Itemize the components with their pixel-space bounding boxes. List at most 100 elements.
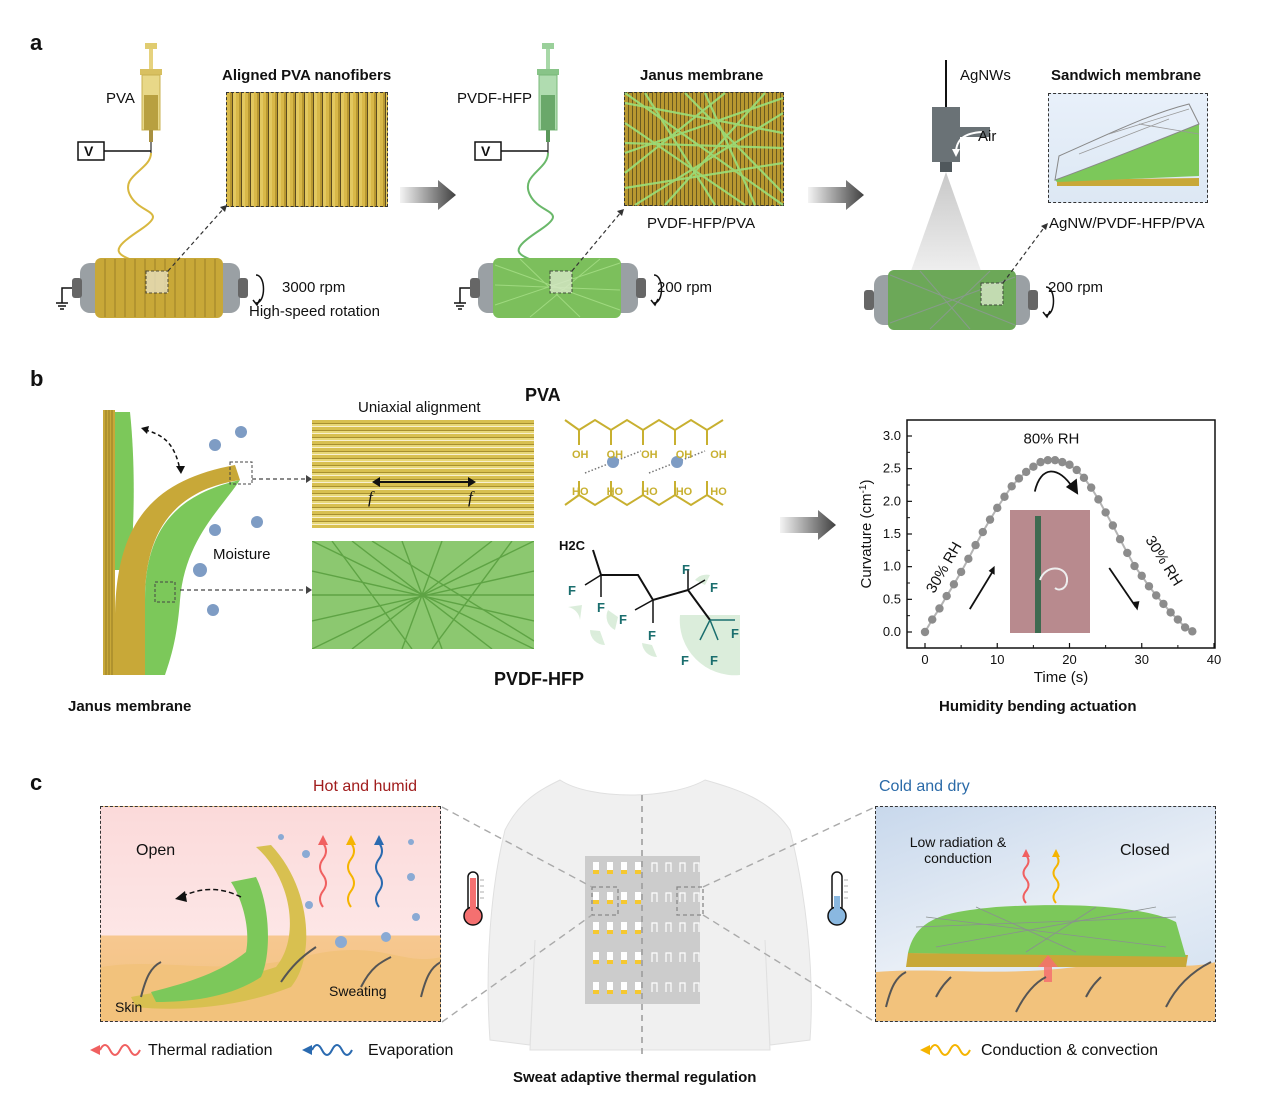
data-point (1152, 591, 1161, 600)
data-point (1043, 455, 1053, 465)
syringe-label-pva: PVA (106, 90, 135, 107)
rising-arrowhead (988, 565, 995, 575)
hot-humid-title: Hot and humid (313, 778, 418, 795)
data-point (942, 591, 951, 601)
water-droplet-icon (193, 426, 263, 616)
y-tick-label: 1.0 (883, 559, 901, 574)
data-point (1086, 483, 1096, 492)
inset-photo-strip (1035, 516, 1041, 633)
pvdf-hfp-chemical-structure (568, 549, 740, 676)
evaporation-legend-icon (302, 1044, 353, 1056)
pva-chemical-structure (564, 418, 724, 507)
data-point (1000, 492, 1009, 501)
cold-dry-scene: Low radiation & conduction Closed (875, 806, 1216, 1022)
uniaxial-alignment-label: Uniaxial alignment (358, 399, 481, 416)
zoom-title-sandwich: Sandwich membrane (1051, 67, 1202, 84)
electrospinning-pva-illustration (56, 43, 265, 318)
data-point (964, 554, 973, 564)
peak-arrowhead (1065, 478, 1079, 495)
y-tick-label: 2.5 (883, 461, 901, 476)
data-point (1115, 535, 1125, 544)
zoom-title-aligned-pva: Aligned PVA nanofibers (222, 67, 392, 84)
syringe-icon (537, 43, 559, 142)
falling-arrowhead (1131, 601, 1140, 611)
data-point (1007, 482, 1016, 491)
y-tick-label: 0.5 (883, 591, 901, 606)
data-point (1050, 455, 1060, 465)
data-point (920, 627, 930, 637)
zoom-caption-sandwich: AgNW/PVDF-HFP/PVA (1049, 215, 1205, 232)
data-point (935, 604, 944, 613)
y-axis-label: Curvature (cm-1) (858, 480, 876, 589)
data-point (1108, 521, 1118, 530)
electrospinning-pvdf-illustration (454, 43, 663, 318)
data-point (1029, 462, 1038, 471)
data-point (985, 515, 995, 524)
thermal-radiation-legend-icon (90, 1044, 141, 1056)
pva-ho-groups-bottom: HO HO HO HO HO (572, 486, 727, 498)
panel-label-a: a (30, 30, 43, 55)
shirt-illustration (441, 779, 876, 1055)
legend-conduction: Conduction & convection (981, 1042, 1158, 1059)
aligned-pva-zoom-image (226, 92, 388, 207)
open-flap-grid (593, 862, 641, 874)
peak-arrow (1033, 470, 1074, 492)
data-point (1188, 627, 1197, 636)
pva-oh-groups-top: OH OH OH OH OH (572, 449, 727, 461)
closed-flap-grid (651, 862, 700, 992)
data-point (1180, 623, 1190, 632)
data-point (1021, 467, 1031, 477)
water-molecule-icon (607, 456, 619, 468)
cold-dry-title: Cold and dry (879, 778, 970, 795)
moisture-label: Moisture (213, 546, 271, 563)
data-point (1014, 474, 1024, 483)
janus-membrane-caption: Janus membrane (68, 698, 192, 715)
pva-title: PVA (525, 385, 561, 405)
speed-label-200: 200 rpm (657, 279, 713, 296)
x-tick-label: 20 (1062, 652, 1076, 667)
open-label: Open (136, 842, 176, 859)
annotation-80rh: 80% RH (1024, 430, 1080, 447)
y-tick-label: 0.0 (883, 624, 901, 639)
process-arrow-icon (808, 180, 864, 210)
thermometer-cold-icon (827, 871, 848, 926)
speed-label-200: 200 rpm (1048, 279, 1104, 296)
data-point (1094, 495, 1103, 504)
data-point (1079, 473, 1089, 483)
force-label-right: f (468, 488, 473, 507)
chart-caption: Humidity bending actuation (939, 698, 1137, 715)
data-point (1137, 571, 1146, 581)
data-point (1123, 548, 1132, 558)
inset-photo (1010, 510, 1090, 633)
inset-photo-curl (1039, 567, 1069, 591)
y-tick-label: 2.0 (883, 493, 901, 508)
x-tick-label: 30 (1135, 652, 1149, 667)
data-point (1036, 457, 1045, 467)
x-axis-label: Time (s) (1034, 669, 1088, 686)
data-point (1173, 615, 1183, 624)
h2c-label: H2C (559, 538, 586, 553)
sweating-label: Sweating (329, 983, 387, 999)
data-point (1144, 582, 1154, 591)
agnws-label: AgNWs (960, 67, 1011, 84)
force-arrow-icon (372, 477, 476, 487)
legend-thermal-radiation: Thermal radiation (148, 1042, 273, 1059)
water-droplet-icon (278, 834, 420, 948)
sandwich-layers-graphic (1054, 103, 1200, 186)
pvdf-fiber-overlay (624, 92, 784, 206)
panel-label-c: c (30, 770, 43, 795)
data-point (956, 567, 966, 577)
closed-label: Closed (1120, 842, 1170, 859)
hot-humid-scene: Open Skin Sweating (100, 806, 441, 1022)
open-membrane-graphic (101, 834, 440, 1021)
zoom-title-janus: Janus membrane (640, 67, 764, 84)
y-tick-label: 1.5 (883, 526, 901, 541)
legend-evaporation: Evaporation (368, 1042, 454, 1059)
data-point (1159, 599, 1168, 609)
data-point (971, 540, 980, 550)
water-molecule-icon (671, 456, 683, 468)
spray-coating-illustration (864, 60, 1055, 330)
speed-note: High-speed rotation (249, 303, 380, 320)
data-point (1101, 508, 1110, 517)
data-point (978, 527, 987, 537)
